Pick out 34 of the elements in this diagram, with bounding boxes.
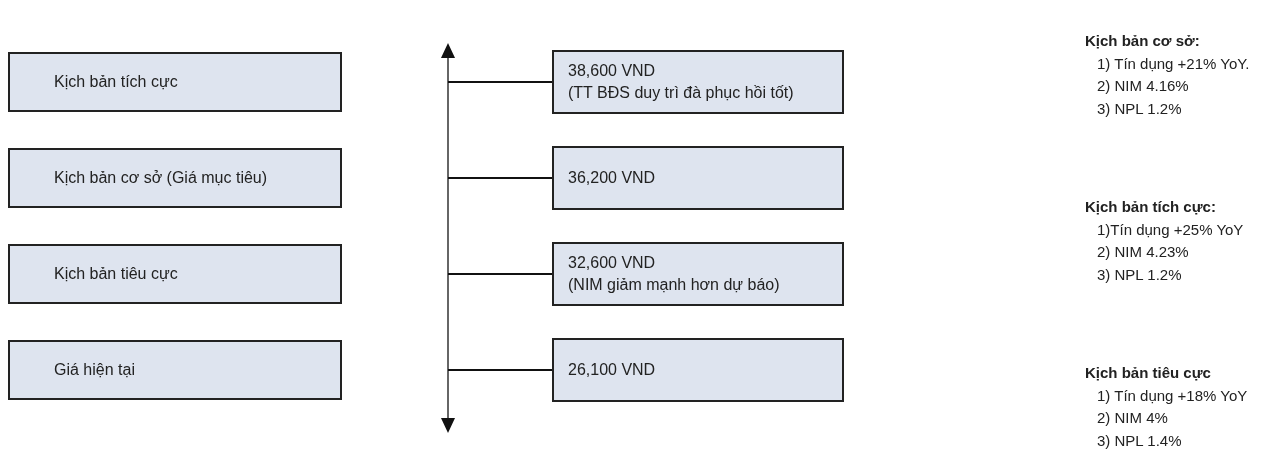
box-text: Kịch bản cơ sở (Giá mục tiêu) — [54, 168, 269, 188]
box-text: 38,600 VND — [568, 61, 657, 81]
note-line: 2) NIM 4.23% — [1096, 242, 1190, 262]
box-text: Kịch bản tích cực — [54, 72, 179, 92]
box-text: Giá hiện tại — [54, 360, 136, 380]
scenario-box — [8, 52, 342, 112]
note-heading: Kịch bản cơ sở: — [1085, 31, 1201, 51]
box-text: 36,200 VND — [568, 168, 657, 188]
scenario-box — [552, 50, 844, 114]
scenario-box — [8, 148, 342, 208]
connector-line — [447, 369, 553, 371]
note-line: 2) NIM 4% — [1096, 408, 1169, 428]
box-text: (TT BĐS duy trì đà phục hồi tốt) — [568, 83, 795, 103]
note-line: 1) Tín dụng +21% YoY. — [1096, 53, 1250, 74]
note-line: 3) NPL 1.4% — [1096, 430, 1183, 451]
box-text: Kịch bản tiêu cực — [54, 264, 179, 284]
scenario-box — [8, 244, 342, 304]
scenario-box — [552, 146, 844, 210]
note-line: 1)Tín dụng +25% YoY — [1096, 219, 1244, 240]
scenario-box — [552, 242, 844, 306]
connector-line — [447, 273, 553, 275]
box-text: (NIM giảm mạnh hơn dự báo) — [568, 275, 781, 295]
scenario-box — [552, 338, 844, 402]
box-text: 26,100 VND — [568, 360, 657, 380]
note-line: 2) NIM 4.16% — [1096, 76, 1190, 96]
scenario-box — [8, 340, 342, 400]
note-heading: Kịch bản tích cực: — [1085, 197, 1217, 217]
note-line: 3) NPL 1.2% — [1096, 264, 1183, 285]
note-line: 1) Tín dụng +18% YoY — [1096, 385, 1248, 406]
note-heading: Kịch bản tiêu cực — [1085, 363, 1212, 383]
box-text: 32,600 VND — [568, 253, 657, 273]
connector-line — [447, 81, 553, 83]
connector-line — [447, 177, 553, 179]
note-line: 3) NPL 1.2% — [1096, 98, 1183, 119]
